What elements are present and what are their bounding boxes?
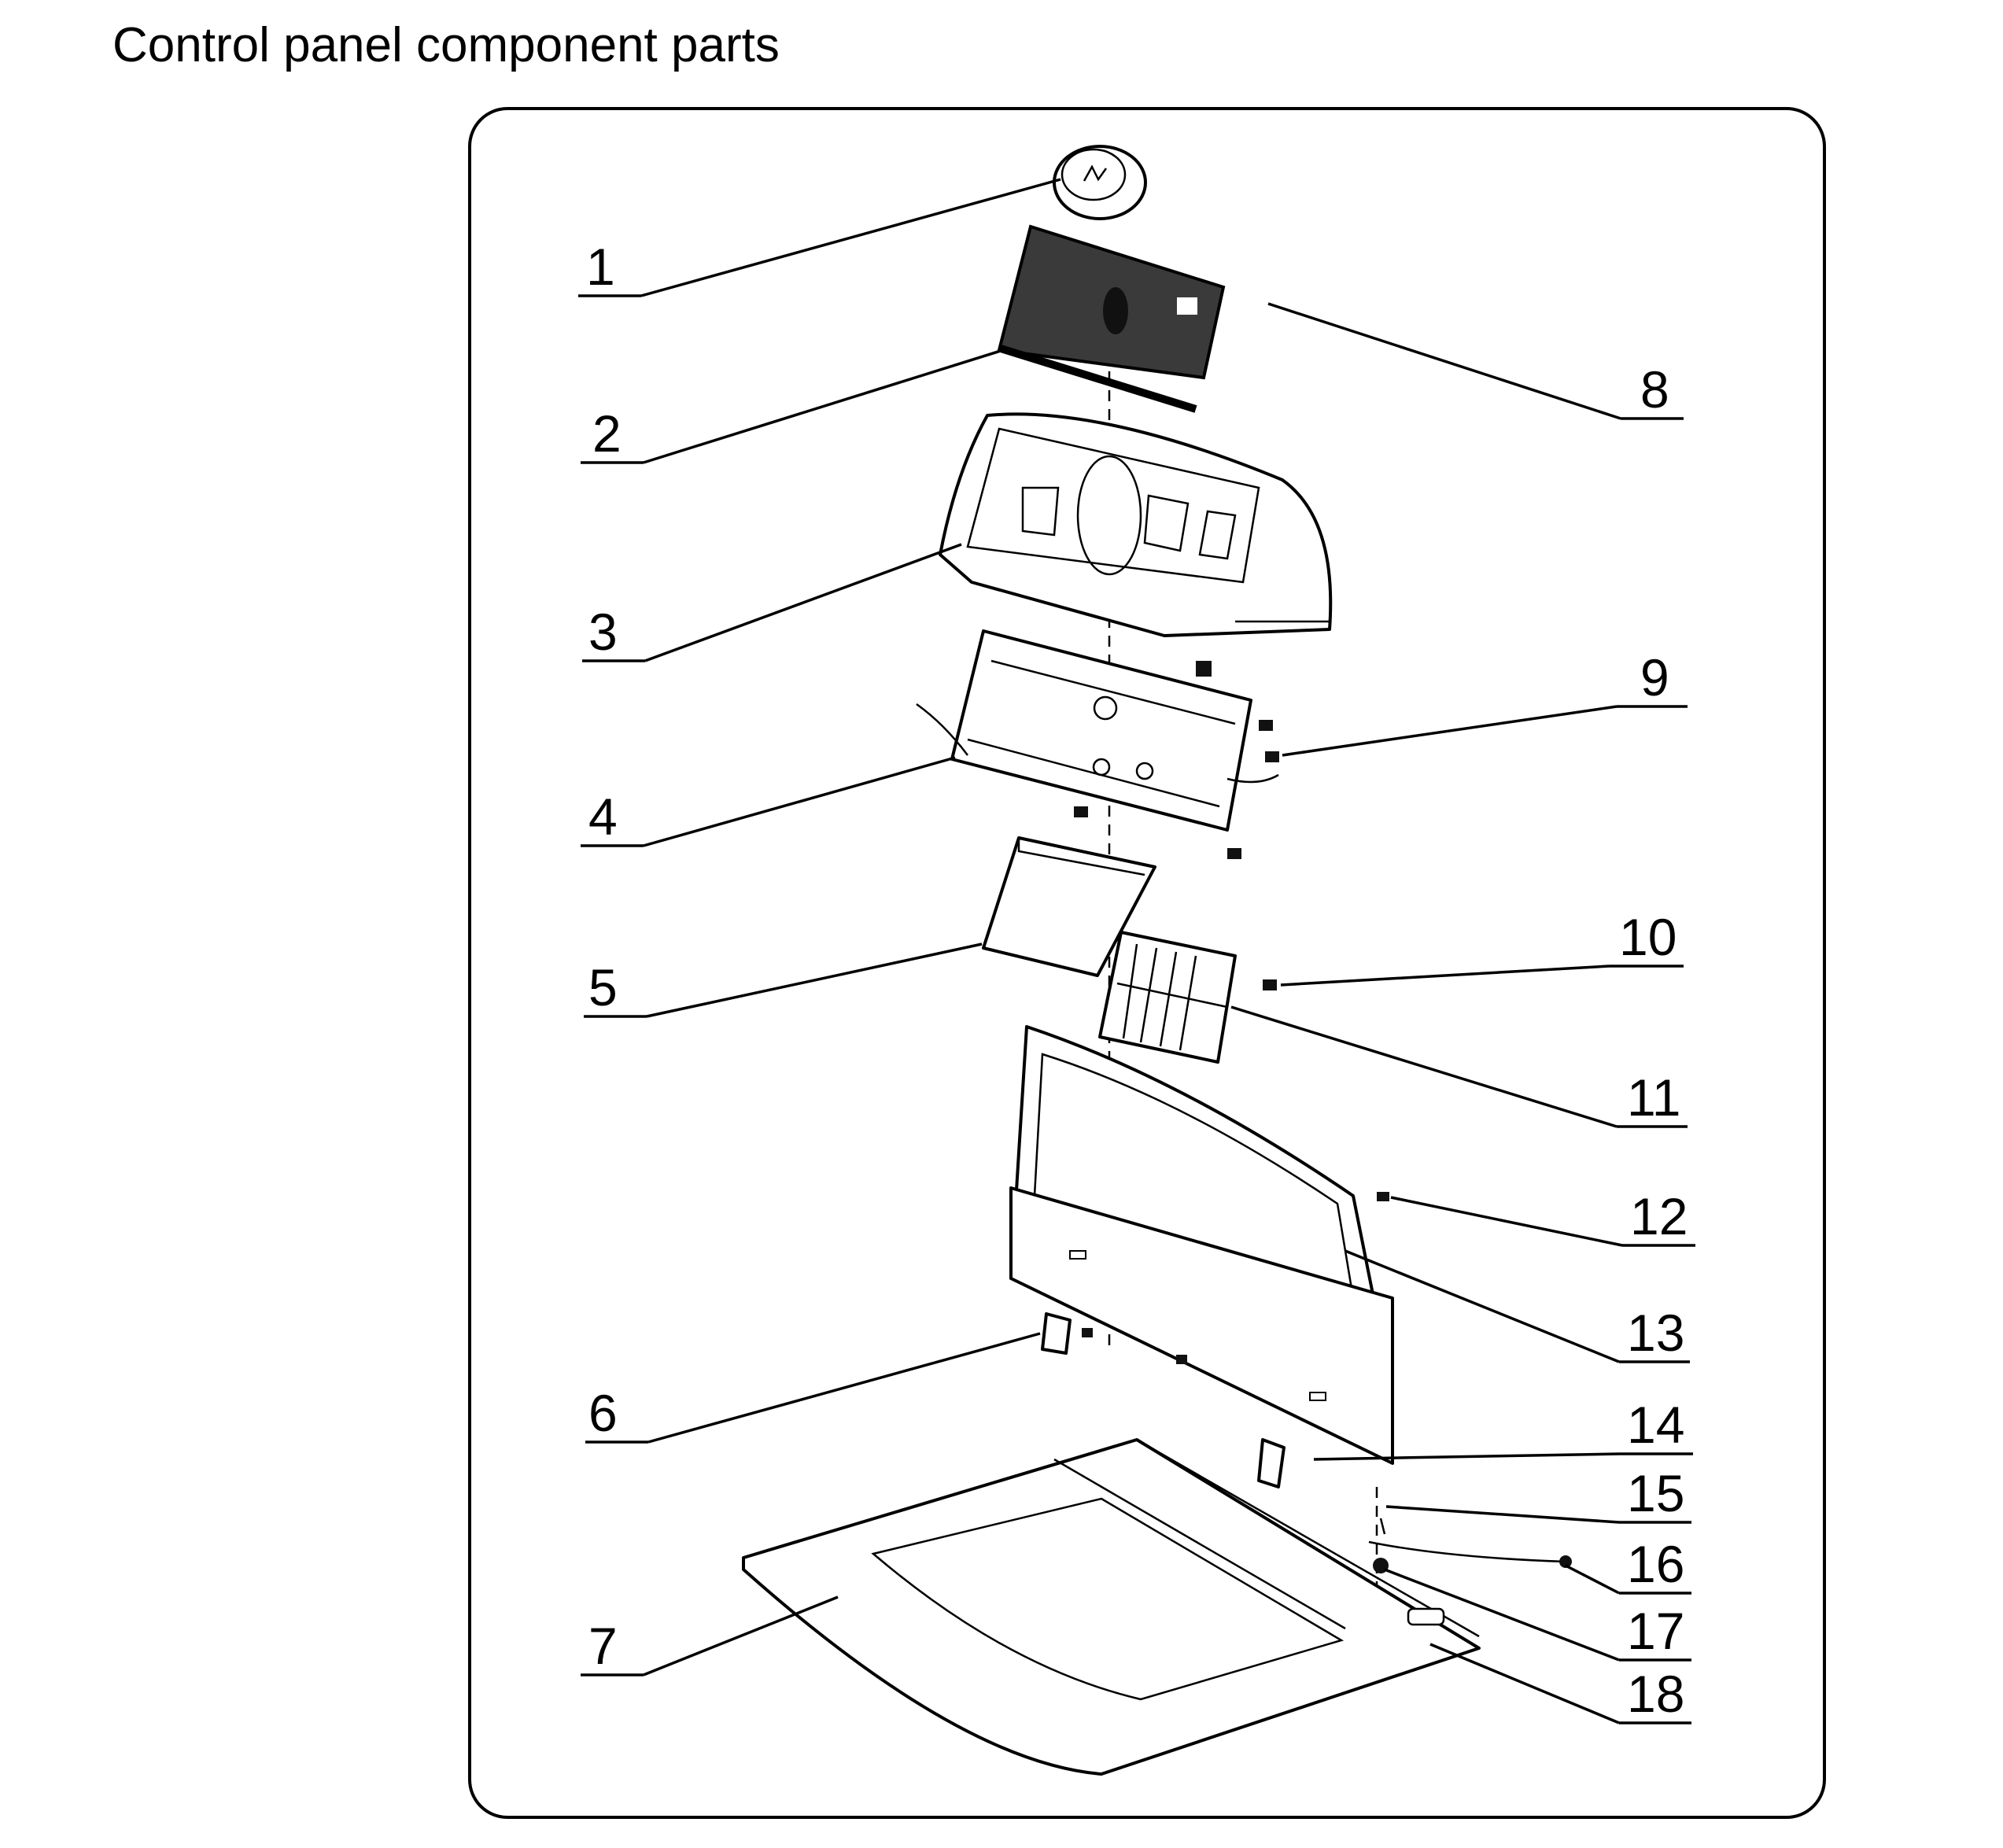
part-top-cover: [742, 1438, 1572, 1776]
callout-1: 1: [586, 238, 615, 296]
part-connector-block: [1098, 931, 1277, 1064]
callout-9: 9: [1640, 648, 1669, 706]
part-back-panel: [1009, 1025, 1394, 1465]
part-pcb-assembly: [916, 629, 1279, 859]
callout-12: 12: [1630, 1187, 1688, 1245]
callout-4: 4: [588, 788, 618, 846]
callout-13: 13: [1627, 1304, 1684, 1362]
left-callouts: [578, 178, 1061, 1676]
callout-3: 3: [588, 603, 618, 661]
part-control-panel-housing: [939, 412, 1333, 637]
part-knob: [1053, 145, 1147, 220]
callout-2: 2: [592, 404, 622, 463]
callout-7: 7: [588, 1617, 618, 1675]
page-title: Control panel component parts: [113, 18, 780, 72]
callout-15: 15: [1627, 1464, 1684, 1522]
callout-18: 18: [1627, 1665, 1684, 1723]
part-clips: [1041, 1312, 1286, 1488]
callout-17: 17: [1627, 1602, 1684, 1660]
part-shield-plate: [982, 836, 1156, 977]
right-callouts: [1230, 302, 1695, 1724]
diagram-frame: [468, 107, 1826, 1819]
callout-14: 14: [1627, 1396, 1684, 1454]
callout-11: 11: [1627, 1068, 1681, 1127]
callout-5: 5: [588, 958, 618, 1016]
callout-10: 10: [1619, 908, 1677, 966]
callout-16: 16: [1627, 1535, 1684, 1593]
callout-6: 6: [588, 1384, 618, 1442]
callout-8: 8: [1640, 360, 1669, 419]
part-control-panel-overlay: [997, 224, 1226, 413]
